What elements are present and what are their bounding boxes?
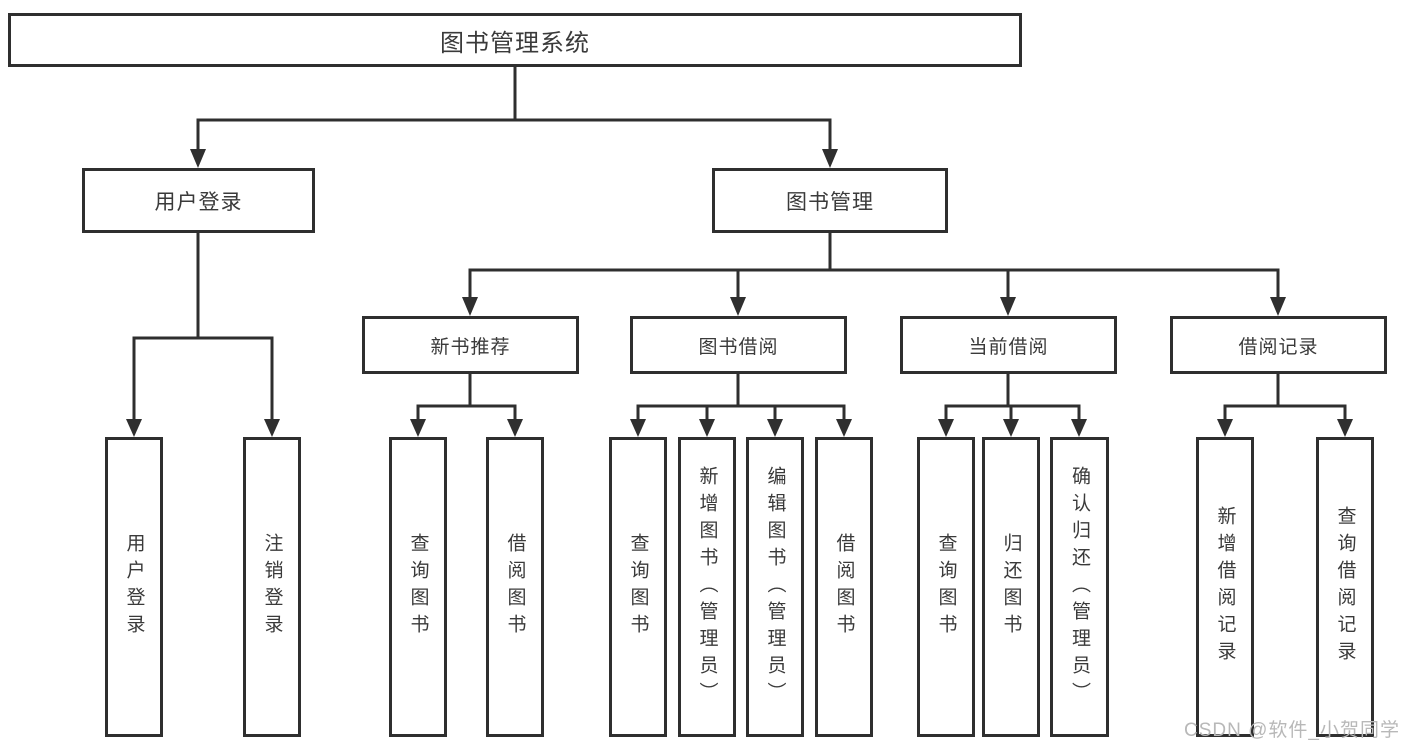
node-user-login-label: 用户登录 <box>154 190 243 214</box>
node-new-book: 新书推荐 <box>362 316 579 374</box>
leaf-records-query-record: 查询借阅记录 <box>1316 437 1374 737</box>
leaf-records-add-record-label: 新增借阅记录 <box>1214 506 1236 668</box>
leaf-user-login-label: 用户登录 <box>123 533 145 641</box>
leaf-borrow-query-books: 查询图书 <box>609 437 667 737</box>
node-book-mgmt: 图书管理 <box>712 168 948 233</box>
leaf-newbook-query-books: 查询图书 <box>389 437 447 737</box>
leaf-borrow-add-books-admin: 新增图书（管理员） <box>678 437 736 737</box>
leaf-borrow-query-books-label: 查询图书 <box>627 533 649 641</box>
csdn-watermark: CSDN @软件_小贺同学 <box>1184 720 1400 741</box>
leaf-borrow-add-books-admin-label: 新增图书（管理员） <box>696 465 718 709</box>
leaf-borrow-edit-books-admin: 编辑图书（管理员） <box>746 437 804 737</box>
node-new-book-label: 新书推荐 <box>430 336 511 358</box>
node-root: 图书管理系统 <box>8 13 1022 67</box>
leaf-logout-label: 注销登录 <box>261 533 283 641</box>
edges-user-login <box>126 233 280 437</box>
node-current-borrow: 当前借阅 <box>900 316 1117 374</box>
leaf-user-login: 用户登录 <box>105 437 163 737</box>
leaf-newbook-borrow-books: 借阅图书 <box>486 437 544 737</box>
node-root-label: 图书管理系统 <box>440 29 590 57</box>
edges-current-borrow <box>938 374 1087 437</box>
node-borrow-records-label: 借阅记录 <box>1238 336 1319 358</box>
leaf-current-confirm-return-admin: 确认归还（管理员） <box>1050 437 1109 737</box>
leaf-current-query-books-label: 查询图书 <box>935 533 957 641</box>
leaf-current-confirm-return-admin-label: 确认归还（管理员） <box>1069 465 1090 709</box>
node-user-login: 用户登录 <box>82 168 315 233</box>
node-book-mgmt-label: 图书管理 <box>786 190 874 214</box>
node-current-borrow-label: 当前借阅 <box>968 336 1049 358</box>
edges-book-borrow <box>630 374 852 437</box>
leaf-current-return-books: 归还图书 <box>982 437 1040 737</box>
leaf-current-query-books: 查询图书 <box>917 437 975 737</box>
leaf-records-add-record: 新增借阅记录 <box>1196 437 1254 737</box>
edges-new-book <box>410 374 523 437</box>
leaf-records-query-record-label: 查询借阅记录 <box>1334 506 1356 668</box>
leaf-borrow-borrow-books-label: 借阅图书 <box>833 533 855 641</box>
edges-root <box>190 67 838 168</box>
node-book-borrow: 图书借阅 <box>630 316 847 374</box>
leaf-current-return-books-label: 归还图书 <box>1000 533 1022 641</box>
edges-book-mgmt <box>462 233 1286 316</box>
node-book-borrow-label: 图书借阅 <box>698 336 779 358</box>
leaf-borrow-edit-books-admin-label: 编辑图书（管理员） <box>764 465 786 709</box>
leaf-newbook-borrow-books-label: 借阅图书 <box>504 533 526 641</box>
leaf-newbook-query-books-label: 查询图书 <box>407 533 429 641</box>
leaf-logout: 注销登录 <box>243 437 301 737</box>
edges-borrow-records <box>1217 374 1353 437</box>
leaf-borrow-borrow-books: 借阅图书 <box>815 437 873 737</box>
node-borrow-records: 借阅记录 <box>1170 316 1387 374</box>
